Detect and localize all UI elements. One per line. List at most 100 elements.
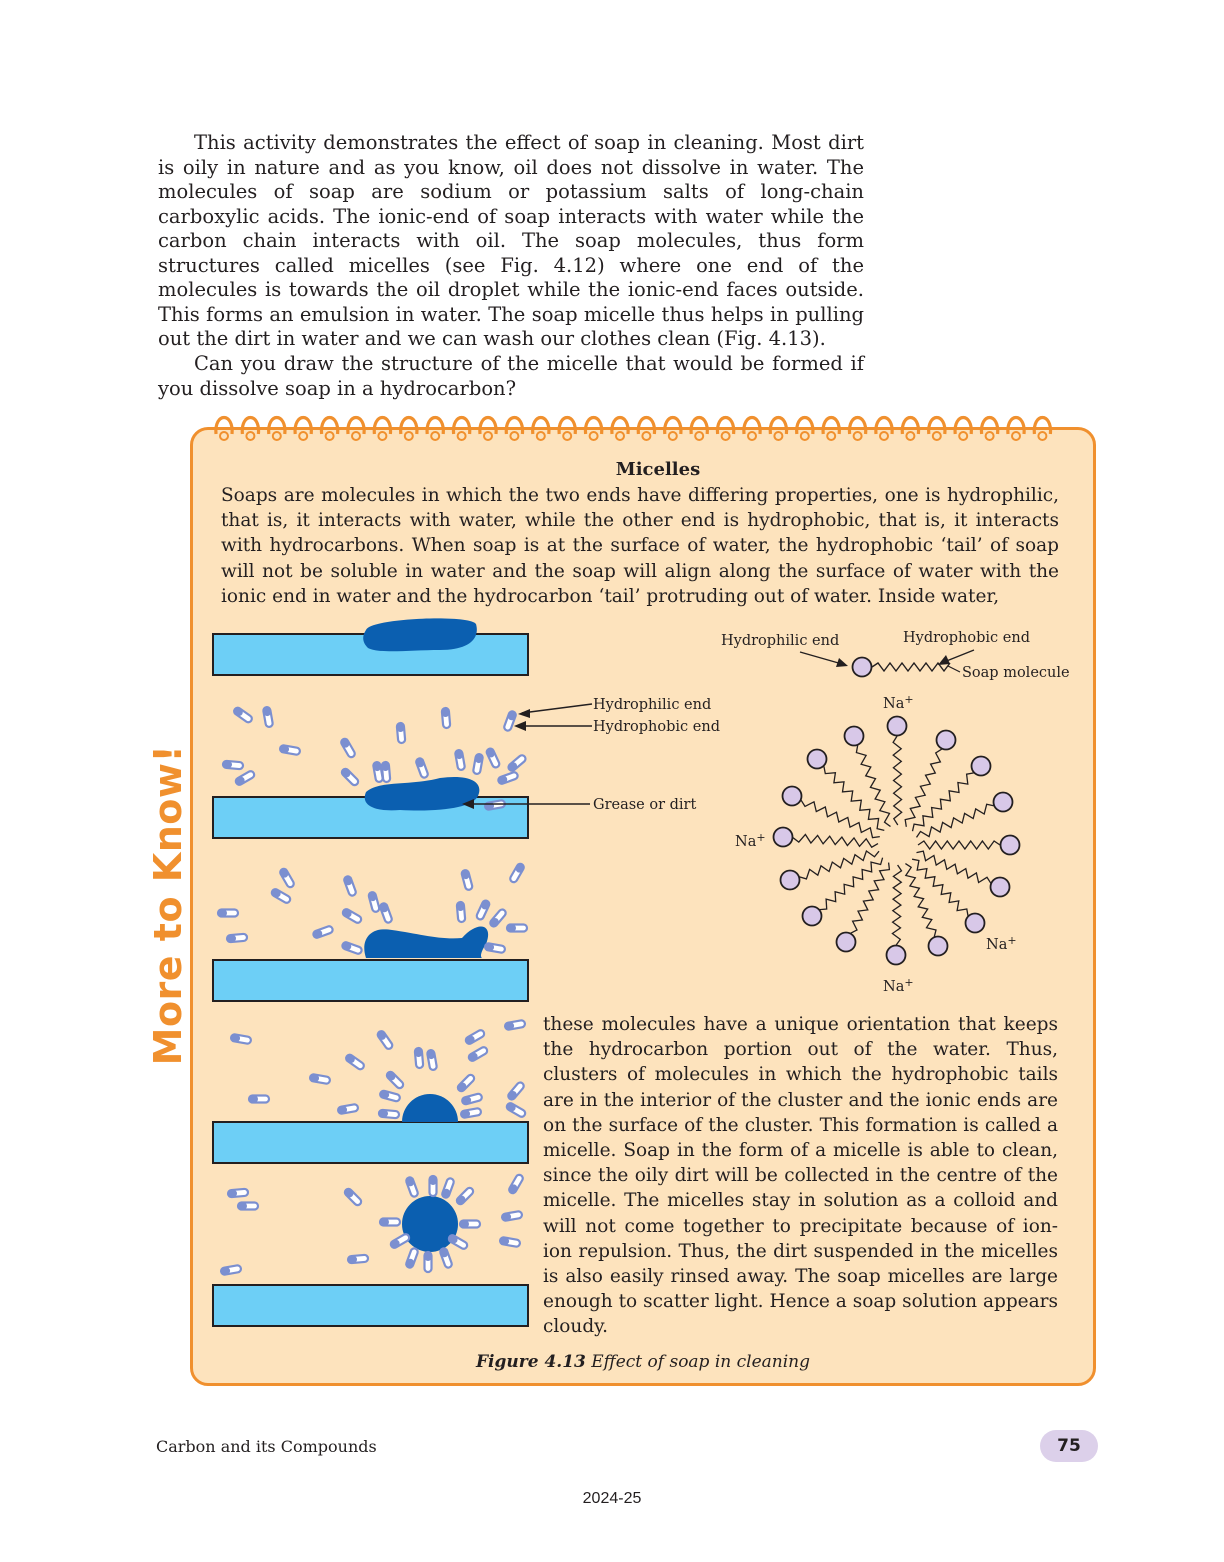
spiral-hole <box>1037 431 1048 441</box>
soap-molecule <box>278 744 302 756</box>
micelle-tail <box>850 862 891 934</box>
spiral-coil <box>267 416 287 435</box>
micelle-tail <box>911 772 974 832</box>
left-labels: Hydrophilic end Hydrophobic end Grease o… <box>462 697 720 813</box>
soap-molecule <box>423 1250 433 1274</box>
soap-molecule <box>509 862 525 884</box>
spiral-coil <box>610 416 630 435</box>
soap-molecule <box>413 1046 425 1070</box>
spiral-hole <box>324 431 335 441</box>
soap-molecule <box>385 1070 405 1090</box>
soap-molecule <box>428 1174 438 1198</box>
spiral-coil <box>953 416 973 435</box>
hydrophilic-arrow <box>521 703 593 714</box>
micelle-head <box>964 912 986 934</box>
spiral-hole <box>905 431 916 441</box>
spiral-coil <box>821 416 841 435</box>
figure-title: Effect of soap in cleaning <box>591 1352 811 1372</box>
water-surface <box>212 1121 529 1164</box>
grease-blob-3 <box>364 926 489 958</box>
micelle-label-hydrophilic: Hydrophilic end <box>721 633 839 649</box>
soap-molecule <box>336 1103 360 1115</box>
spiral-coil <box>663 416 683 435</box>
spiral-coil <box>979 416 1000 435</box>
soap-molecule <box>379 1089 401 1103</box>
hydrophilic-end-arrowhead <box>836 658 848 667</box>
soap-molecule <box>233 706 253 724</box>
soap-molecule <box>455 900 467 924</box>
spiral-hole <box>509 431 520 441</box>
soap-molecule <box>216 908 240 918</box>
box-micelle-text: these molecules have a unique orientatio… <box>543 1014 1058 1338</box>
soap-molecule <box>395 721 407 745</box>
soap-molecule <box>441 1177 455 1199</box>
spiral-hole <box>456 431 467 441</box>
micelle-tail <box>892 735 903 826</box>
na-ion-left: Na+ <box>735 831 766 850</box>
soap-molecule <box>226 1187 250 1199</box>
micelle-head <box>886 715 908 737</box>
label-hydrophobic-end: Hydrophobic end <box>593 719 720 735</box>
micelle-tail <box>891 864 903 946</box>
soap-molecule <box>221 759 245 771</box>
soap-molecule <box>459 1107 483 1119</box>
soap-molecule <box>279 867 295 889</box>
spiral-coil <box>451 416 472 435</box>
spiral-hole <box>720 431 731 441</box>
micelle-tail <box>800 799 880 839</box>
water-surfaces <box>212 633 529 1327</box>
spiral-hole <box>879 431 889 441</box>
label-grease-or-dirt: Grease or dirt <box>593 797 696 813</box>
micelle-tail <box>823 766 885 832</box>
spiral-hole <box>377 431 388 441</box>
spiral-hole <box>747 431 757 441</box>
soap-molecule <box>340 737 356 759</box>
micelle-tail <box>917 839 1001 851</box>
spiral-coil <box>742 416 762 435</box>
soap-molecule <box>415 757 429 779</box>
spiral-coil <box>874 416 894 435</box>
spiral-hole <box>667 431 678 441</box>
soap-molecule <box>472 752 484 776</box>
soap-molecule <box>461 1092 483 1106</box>
figure-number: Figure 4.13 <box>475 1352 586 1372</box>
soap-molecule <box>507 1081 525 1101</box>
edition-year: 2024-25 <box>582 1490 642 1507</box>
hydrophilic-arrowhead <box>518 709 530 718</box>
soap-molecule <box>498 1236 522 1248</box>
micelle-tail <box>915 803 994 838</box>
soap-molecule <box>439 1247 453 1269</box>
soap-molecule <box>456 1073 476 1093</box>
grease-blobs <box>363 618 489 1252</box>
soap-molecule <box>367 891 381 913</box>
soap-molecule <box>497 771 519 785</box>
soap-molecule <box>262 705 274 729</box>
spiral-hole <box>615 431 625 441</box>
soap-molecule <box>405 1176 419 1198</box>
soap-molecule <box>346 1253 370 1265</box>
spiral-coil <box>1032 416 1053 435</box>
micelle-tail <box>799 849 880 880</box>
micelle-head <box>927 935 949 957</box>
soap-molecule <box>505 923 529 933</box>
micelle-tail <box>904 748 943 827</box>
spiral-hole <box>403 431 414 441</box>
spiral-hole <box>535 431 546 441</box>
soap-molecule <box>454 748 466 772</box>
spiral-hole <box>271 431 282 441</box>
spiral-coil <box>372 416 393 435</box>
box-intro-text: Soaps are molecules in which the two end… <box>221 485 1059 607</box>
box-title: Micelles <box>615 459 701 480</box>
soap-molecule-tail <box>871 661 951 673</box>
grease-blob-4 <box>402 1094 458 1122</box>
spiral-hole <box>298 431 309 441</box>
spiral-hole <box>588 431 599 441</box>
soap-molecule <box>475 899 491 921</box>
soap-molecule <box>236 1201 260 1211</box>
micelle-head <box>772 826 794 848</box>
soap-molecule <box>270 888 292 904</box>
spiral-coil <box>240 416 261 435</box>
hydrophilic-end-arrow <box>799 651 843 665</box>
spiral-coil <box>319 416 340 435</box>
micelle-head <box>999 834 1021 856</box>
